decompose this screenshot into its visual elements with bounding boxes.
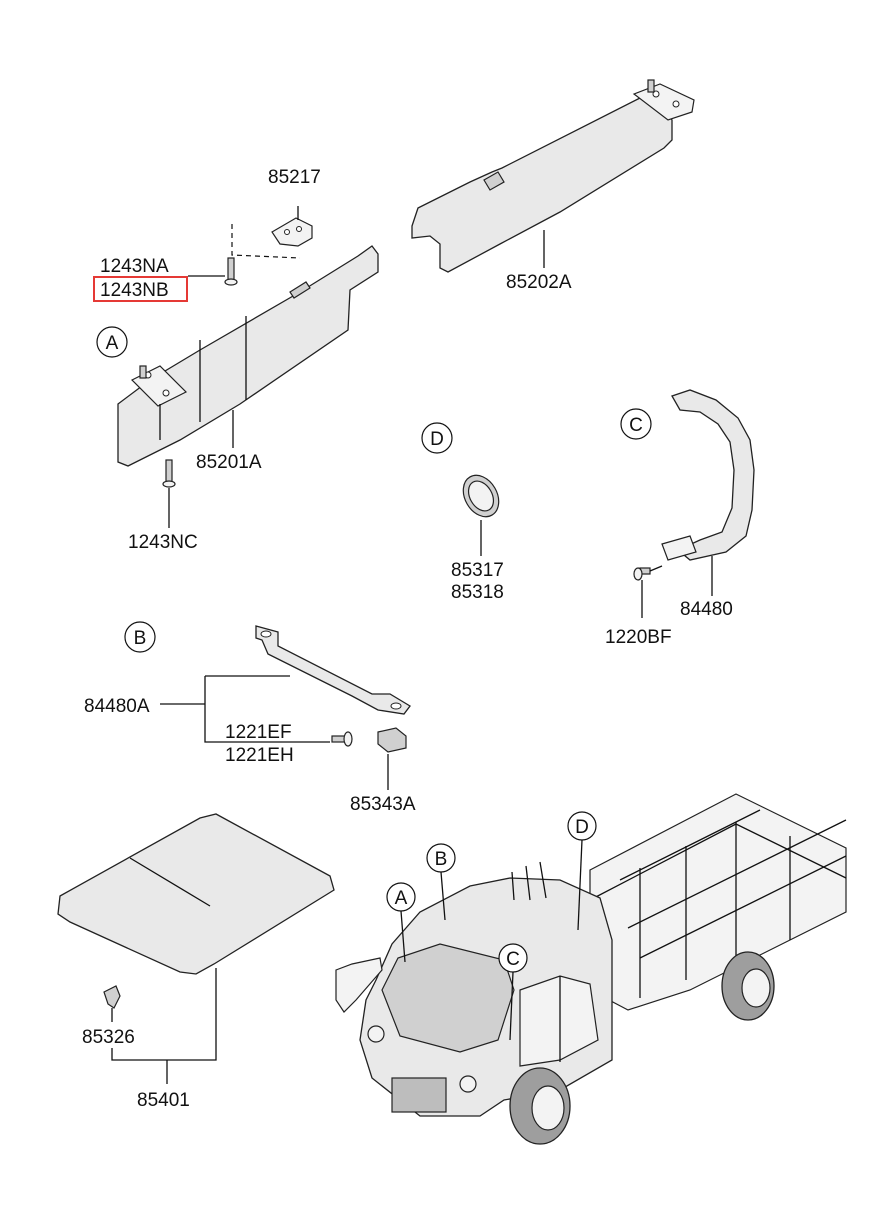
assist-grip-84480[interactable] xyxy=(661,389,755,561)
callout-B-truck: B xyxy=(426,843,456,873)
label-85326: 85326 xyxy=(82,1027,135,1048)
callout-B-mid: B xyxy=(124,621,156,653)
callout-A-top: A xyxy=(96,326,128,358)
leader-callout-A xyxy=(400,910,406,963)
label-84480A: 84480A xyxy=(84,696,150,717)
screw-1220BF[interactable] xyxy=(633,565,663,581)
bracket-85217[interactable] xyxy=(271,206,313,247)
svg-text:C: C xyxy=(506,949,520,970)
screw-1221EF[interactable] xyxy=(331,731,353,747)
mat-85401[interactable] xyxy=(57,813,335,975)
sun-visor-85202A[interactable] xyxy=(411,79,695,273)
callout-A-truck: A xyxy=(386,882,416,912)
leader-callout-D xyxy=(577,839,583,931)
callout-C-truck: C xyxy=(498,943,528,973)
label-1243NC: 1243NC xyxy=(128,532,198,553)
svg-text:B: B xyxy=(435,849,448,870)
screw-1243NA[interactable] xyxy=(224,257,238,286)
label-1243NA: 1243NA xyxy=(100,256,169,277)
label-1221EH: 1221EH xyxy=(225,745,294,766)
label-85217: 85217 xyxy=(268,167,321,188)
callout-D-truck: D xyxy=(567,811,597,841)
svg-text:D: D xyxy=(430,429,444,450)
cap-85343A[interactable] xyxy=(377,727,407,753)
label-85401: 85401 xyxy=(137,1090,190,1111)
label-84480: 84480 xyxy=(680,599,733,620)
truck-illustration xyxy=(335,793,847,1145)
leader-callout-B xyxy=(440,871,446,921)
svg-text:D: D xyxy=(575,817,589,838)
callout-D-top: D xyxy=(421,422,453,454)
clip-85326[interactable] xyxy=(103,985,121,1009)
bracket-84480A[interactable] xyxy=(255,625,411,715)
svg-text:A: A xyxy=(395,888,408,909)
leader-callout-C xyxy=(509,971,514,1041)
sun-visor-85201A[interactable] xyxy=(117,245,379,467)
label-1243NB[interactable]: 1243NB xyxy=(100,280,169,301)
label-85202A: 85202A xyxy=(506,272,572,293)
label-1220BF: 1220BF xyxy=(605,627,672,648)
cover-85317[interactable] xyxy=(456,469,506,523)
svg-text:C: C xyxy=(629,415,643,436)
svg-text:B: B xyxy=(134,628,147,649)
highlight-box-1243NB xyxy=(93,276,188,302)
callout-C-top: C xyxy=(620,408,652,440)
label-85318: 85318 xyxy=(451,582,504,603)
label-85317: 85317 xyxy=(451,560,504,581)
screw-1243NC[interactable] xyxy=(162,459,176,488)
label-1221EF: 1221EF xyxy=(225,722,292,743)
dashed-guide-85217 xyxy=(231,224,301,259)
label-85201A: 85201A xyxy=(196,452,262,473)
leader-85401 xyxy=(111,968,217,1061)
leader-84480A-bracket xyxy=(204,676,330,743)
svg-text:A: A xyxy=(106,333,119,354)
label-85343A: 85343A xyxy=(350,794,416,815)
